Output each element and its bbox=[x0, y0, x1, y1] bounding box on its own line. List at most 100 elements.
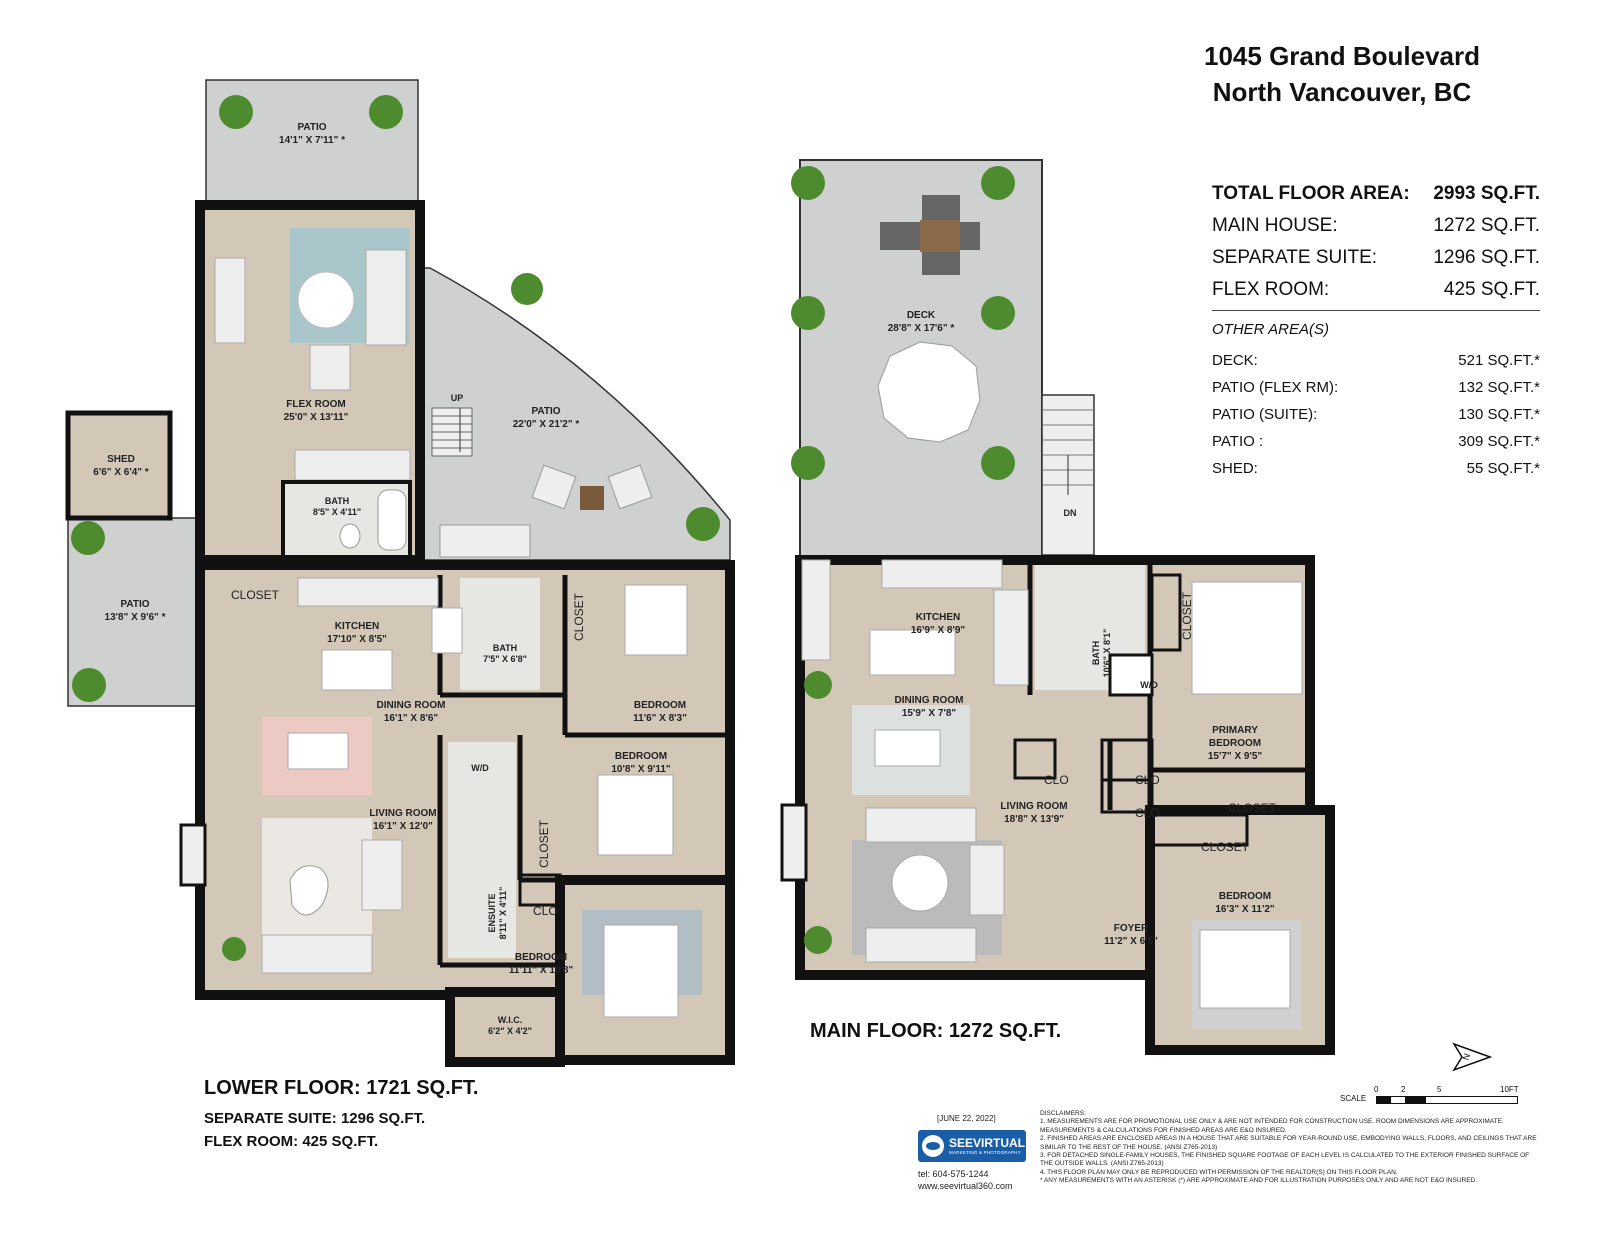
contact-tel: tel: 604-575-1244 bbox=[918, 1169, 989, 1179]
scale-tick: 2 bbox=[1401, 1085, 1406, 1094]
closet-label: CLOSET bbox=[1201, 840, 1250, 854]
lower-floor-sub-flex: FLEX ROOM: 425 SQ.FT. bbox=[204, 1133, 379, 1150]
room-name: LIVING ROOM bbox=[1000, 801, 1068, 812]
bed bbox=[597, 774, 674, 856]
area-row: FLEX ROOM: 425 SQ.FT. bbox=[1212, 274, 1540, 306]
room-dimensions: 14'1" X 7'11" * bbox=[279, 135, 345, 146]
room-dimensions: 22'0" X 21'2" * bbox=[512, 419, 580, 430]
clo-label: CLO bbox=[1135, 773, 1160, 787]
room-dimensions: 11'2" X 6'5" bbox=[1104, 936, 1158, 947]
room-name: FOYER bbox=[1113, 923, 1149, 934]
room-name: W.I.C. bbox=[497, 1015, 523, 1025]
area-row: SEPARATE SUITE: 1296 SQ.FT. bbox=[1212, 242, 1540, 274]
bath-area bbox=[460, 578, 540, 690]
scale-tick: 5 bbox=[1437, 1085, 1442, 1094]
room-dimensions: 16'1" X 8'6" bbox=[383, 713, 439, 724]
room-label-bedroom: BEDROOM 16'3" X 11'2" bbox=[1215, 890, 1274, 916]
pantry bbox=[801, 559, 831, 661]
room-name: PATIO bbox=[297, 122, 327, 133]
dining-table bbox=[287, 732, 349, 770]
room-name: PRIMARY bbox=[1212, 725, 1258, 736]
area-value: 425 SQ.FT. bbox=[1443, 279, 1540, 300]
scale-graphic bbox=[1376, 1096, 1518, 1104]
logo-tagline: MARKETING & PHOTOGRAPHY bbox=[949, 1149, 1021, 1155]
other-area-row: PATIO (FLEX RM):132 SQ.FT.* bbox=[1212, 374, 1540, 401]
contact-web: www.seevirtual360.com bbox=[918, 1181, 1013, 1191]
total-area-label: TOTAL FLOOR AREA: bbox=[1212, 183, 1410, 204]
room-dimensions: 15'7" X 9'5" bbox=[1207, 751, 1263, 762]
lower-floor-title: LOWER FLOOR: 1721 SQ.FT. bbox=[204, 1077, 479, 1099]
other-area-label: PATIO (SUITE): bbox=[1212, 406, 1318, 423]
scale-bar: SCALE 0 2 5 10FT bbox=[1340, 1085, 1525, 1115]
room-dimensions: 15'9" X 7'8" bbox=[901, 708, 957, 719]
ensuite-area bbox=[448, 742, 516, 958]
disclaimer-line: 2. FINISHED AREAS ARE ENCLOSED AREAS IN … bbox=[1040, 1135, 1537, 1151]
other-area-row: PATIO (SUITE): 130 SQ.FT.* bbox=[1212, 401, 1540, 428]
room-name: DINING ROOM bbox=[894, 695, 964, 706]
room-name: BEDROOM bbox=[614, 751, 668, 762]
bed bbox=[624, 584, 688, 656]
plant-icons bbox=[791, 166, 1015, 954]
clo-box bbox=[1013, 738, 1057, 780]
address-line-2: North Vancouver, BC bbox=[1212, 77, 1472, 107]
eye-logo-icon bbox=[922, 1135, 944, 1157]
room-name: PATIO bbox=[120, 599, 150, 610]
toilet bbox=[339, 523, 361, 549]
umbrella bbox=[877, 341, 981, 443]
room-dimensions: 17'10" X 8'5" bbox=[327, 634, 387, 645]
fireplace bbox=[179, 823, 207, 887]
other-area-row: DECK:521 SQ.FT.* bbox=[1212, 347, 1540, 374]
plant-icon bbox=[71, 521, 105, 555]
stove bbox=[431, 607, 463, 654]
room-dimensions: 16'3" X 11'2" bbox=[1215, 904, 1275, 915]
other-area-row: SHED:55 SQ.FT.* bbox=[1212, 455, 1540, 482]
closet-box bbox=[1150, 813, 1249, 847]
room-dimensions: 10'6" X 8'1" bbox=[1102, 628, 1112, 678]
other-area-row: PATIO :309 SQ.FT.* bbox=[1212, 428, 1540, 455]
plant-icons bbox=[71, 95, 720, 961]
total-area-value: 2993 SQ.FT. bbox=[1433, 183, 1540, 204]
area-value: 1296 SQ.FT. bbox=[1433, 247, 1540, 268]
room-dimensions: 8'5" X 4'11" bbox=[312, 507, 362, 517]
disclaimer-line: 1. MEASUREMENTS ARE FOR PROMOTIONAL USE … bbox=[1040, 1118, 1504, 1134]
room-name: BEDROOM bbox=[1218, 891, 1272, 902]
disclaimer-line: 3. FOR DETACHED SINGLE-FAMILY HOUSES, TH… bbox=[1040, 1152, 1530, 1168]
flex-sofa bbox=[365, 249, 407, 346]
other-area-label: SHED: bbox=[1212, 460, 1258, 477]
contact-info: tel: 604-575-1244 www.seevirtual360.com bbox=[918, 1168, 1013, 1192]
kitchen-counter bbox=[297, 577, 439, 607]
other-area-value: 130 SQ.FT.* bbox=[1458, 406, 1540, 423]
room-label-kitchen: KITCHEN 16'9" X 8'9" bbox=[911, 611, 965, 637]
patio-table bbox=[580, 486, 604, 510]
stairs-up bbox=[431, 407, 473, 457]
bed bbox=[1199, 929, 1291, 1009]
room-dimensions: 6'2" X 4'2" bbox=[488, 1026, 532, 1036]
area-value: 1272 SQ.FT. bbox=[1433, 215, 1540, 236]
room-name: BEDROOM bbox=[514, 952, 568, 963]
living-sofa bbox=[261, 934, 373, 974]
room-name: BATH bbox=[324, 496, 350, 506]
patio-chair bbox=[607, 464, 653, 510]
logo-name: SEEVIRTUAL bbox=[949, 1135, 1026, 1150]
address-title: 1045 Grand Boulevard North Vancouver, BC bbox=[1204, 38, 1480, 110]
area-label: SEPARATE SUITE: bbox=[1212, 247, 1378, 268]
room-dimensions: 25'0" X 13'11" bbox=[283, 412, 349, 423]
room-dimensions: 16'9" X 8'9" bbox=[910, 625, 966, 636]
living-sofa bbox=[865, 927, 977, 963]
room-name: BEDROOM bbox=[633, 700, 687, 711]
wd-label: W/D bbox=[471, 763, 489, 773]
disclaimer-line: * ANY MEASUREMENTS WITH AN ASTERISK (*) … bbox=[1040, 1177, 1478, 1185]
room-name: KITCHEN bbox=[915, 612, 961, 623]
total-area-row: TOTAL FLOOR AREA: 2993 SQ.FT. bbox=[1212, 178, 1540, 210]
plant-icon bbox=[804, 926, 832, 954]
clo-label: CLO bbox=[1044, 773, 1069, 787]
patio-right-area bbox=[417, 267, 731, 561]
living-sofa bbox=[865, 807, 977, 843]
flex-table bbox=[297, 271, 355, 329]
main-floor-title: MAIN FLOOR: 1272 SQ.FT. bbox=[810, 1020, 1062, 1042]
stairs-dn-label: DN bbox=[1063, 508, 1077, 518]
